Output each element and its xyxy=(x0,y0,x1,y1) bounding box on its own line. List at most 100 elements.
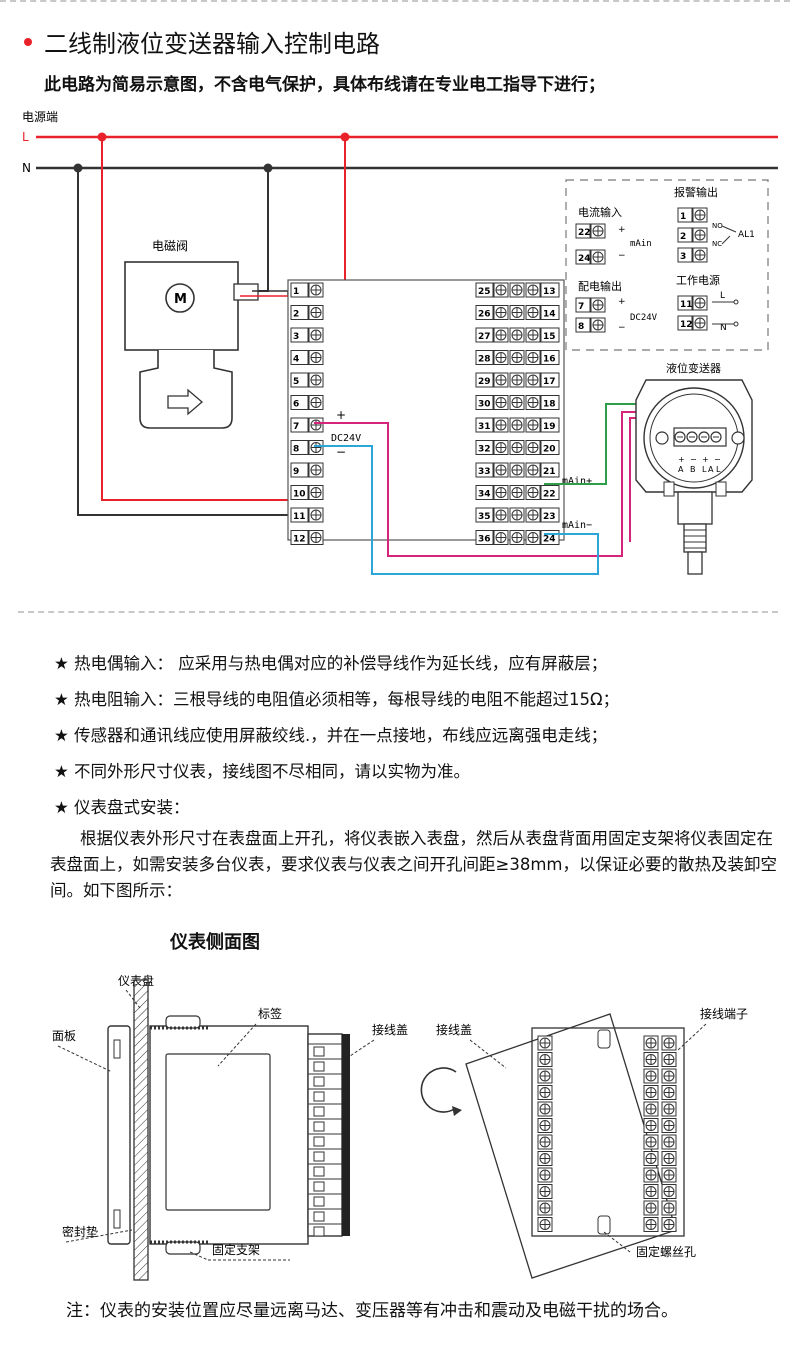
right-outer-screw-16 xyxy=(525,350,541,365)
face-plate-label: 面板 xyxy=(52,1029,76,1043)
back-terminal-right-a-3 xyxy=(643,1068,659,1084)
right-outer-screw-20 xyxy=(525,440,541,455)
left-terminal-screw-6 xyxy=(308,395,324,410)
back-terminal-right-a-11 xyxy=(643,1200,659,1216)
legend-term-3-screw xyxy=(692,247,708,263)
right-inner-num-28: 28 xyxy=(478,355,491,365)
back-terminal-right-a-12 xyxy=(643,1217,659,1232)
note-variants: ★ 不同外形尺寸仪表，接线图不尽相同，请以实物为准。 xyxy=(54,762,471,781)
back-terminal-right-a-8 xyxy=(643,1151,659,1166)
left-terminal-num-6: 6 xyxy=(293,400,299,410)
label-tag-label: 标签 xyxy=(258,1006,282,1021)
right-outer-screw-18 xyxy=(525,395,541,410)
left-terminal-screw-9 xyxy=(308,462,324,478)
right-inner-screw-a-36 xyxy=(493,530,509,545)
back-terminal-left-3 xyxy=(537,1068,553,1084)
back-terminal-right-b-2 xyxy=(661,1052,677,1067)
legend-work-power: 工作电源 xyxy=(676,273,720,287)
right-outer-screw-15 xyxy=(525,327,541,343)
legend-power-dist: 配电输出 xyxy=(578,279,622,293)
left-terminal-num-3: 3 xyxy=(293,332,299,342)
right-outer-num-19: 19 xyxy=(543,422,556,432)
transmitter-probe xyxy=(687,551,703,575)
right-inner-num-31: 31 xyxy=(478,422,491,432)
terminal-cover-label: 接线盖 xyxy=(372,1022,408,1037)
line-L-label: L xyxy=(22,130,29,144)
right-inner-num-36: 36 xyxy=(478,535,491,545)
tx-sub-A: A xyxy=(678,465,684,474)
screw-hole-label: 固定螺丝孔 xyxy=(636,1244,696,1259)
right-inner-screw-a-29 xyxy=(493,372,509,388)
bracket-top xyxy=(165,1015,201,1029)
left-terminal-screw-7 xyxy=(308,417,324,433)
transmitter-screw-left xyxy=(655,431,669,445)
left-terminal-num-9: 9 xyxy=(293,467,299,477)
junction-L-2 xyxy=(340,132,350,142)
right-inner-screw-a-31 xyxy=(493,417,509,433)
left-terminal-num-7: 7 xyxy=(293,422,299,432)
right-outer-num-15: 15 xyxy=(543,332,556,342)
right-inner-screw-b-25 xyxy=(509,282,525,298)
back-terminal-right-a-10 xyxy=(643,1184,659,1199)
right-inner-screw-b-28 xyxy=(509,350,525,365)
legend-term-22-screw xyxy=(590,223,606,239)
right-outer-screw-21 xyxy=(525,462,541,478)
tx-sub-L2: L xyxy=(716,465,721,474)
side-view-title: 仪表侧面图 xyxy=(170,932,260,953)
valve-terminal-box xyxy=(233,283,259,301)
legend-nc: NC xyxy=(712,240,722,248)
left-terminal-num-2: 2 xyxy=(293,310,299,320)
right-outer-screw-14 xyxy=(525,305,541,320)
back-terminal-left-7 xyxy=(537,1134,553,1150)
right-outer-screw-24 xyxy=(525,530,541,545)
back-terminal-left-11 xyxy=(537,1200,553,1216)
back-terminal-right-b-4 xyxy=(661,1085,677,1100)
left-terminal-screw-2 xyxy=(308,305,324,320)
left-terminal-num-5: 5 xyxy=(293,377,299,387)
right-outer-screw-13 xyxy=(525,282,541,298)
legend-term-11-num: 11 xyxy=(680,300,693,310)
legend-current-minus: − xyxy=(618,251,626,261)
right-inner-num-33: 33 xyxy=(478,467,491,477)
note-rtd: ★ 热电阻输入：三根导线的电阻值必须相等，每根导线的电阻不能超过15Ω； xyxy=(54,690,620,709)
left-terminal-num-4: 4 xyxy=(293,355,299,365)
back-terminal-left-1 xyxy=(537,1035,553,1051)
note-panel-mount: ★ 仪表盘式安装： xyxy=(54,798,190,817)
legend-term-11-screw xyxy=(692,295,708,311)
right-outer-num-13: 13 xyxy=(543,287,556,297)
wire-N-to-valve xyxy=(252,168,269,292)
right-inner-num-26: 26 xyxy=(478,310,491,320)
back-terminal-right-a-7 xyxy=(643,1134,659,1150)
legend-dist-minus: − xyxy=(618,323,626,333)
right-inner-screw-b-27 xyxy=(509,327,525,343)
face-plate xyxy=(107,1025,131,1245)
right-outer-num-17: 17 xyxy=(543,377,556,387)
legend-term-3-num: 3 xyxy=(680,252,686,262)
right-inner-screw-a-35 xyxy=(493,507,509,523)
right-outer-num-14: 14 xyxy=(543,310,556,320)
legend-dist-plus: + xyxy=(618,297,626,307)
legend-term-7-screw xyxy=(590,297,606,313)
motor-symbol: M xyxy=(174,292,187,307)
side-view-diagram: 仪表盘 面板 标签 接线盖 密封垫 固定支架 接线盖 接线端子 固定螺丝孔 xyxy=(52,973,748,1281)
right-outer-screw-17 xyxy=(525,372,541,388)
right-inner-num-25: 25 xyxy=(478,287,491,297)
back-terminal-left-9 xyxy=(537,1167,553,1183)
right-inner-screw-a-33 xyxy=(493,462,509,478)
back-terminal-left-10 xyxy=(537,1184,553,1199)
tx-screw-3 xyxy=(698,431,710,443)
back-terminal-right-b-10 xyxy=(661,1184,677,1199)
back-terminal-right-b-12 xyxy=(661,1217,677,1232)
legend-current-main: mAin xyxy=(630,239,652,249)
right-inner-screw-b-33 xyxy=(509,462,525,478)
legend-al1: AL1 xyxy=(738,230,755,240)
right-inner-screw-b-31 xyxy=(509,417,525,433)
panel-board-hatch xyxy=(133,979,149,1281)
legend-alarm-output: 报警输出 xyxy=(674,185,718,199)
tx-screw-1 xyxy=(674,431,686,443)
legend-term-1-num: 1 xyxy=(680,212,686,222)
power-source-label: 电源端 xyxy=(22,110,58,124)
left-terminal-num-12: 12 xyxy=(293,535,306,545)
